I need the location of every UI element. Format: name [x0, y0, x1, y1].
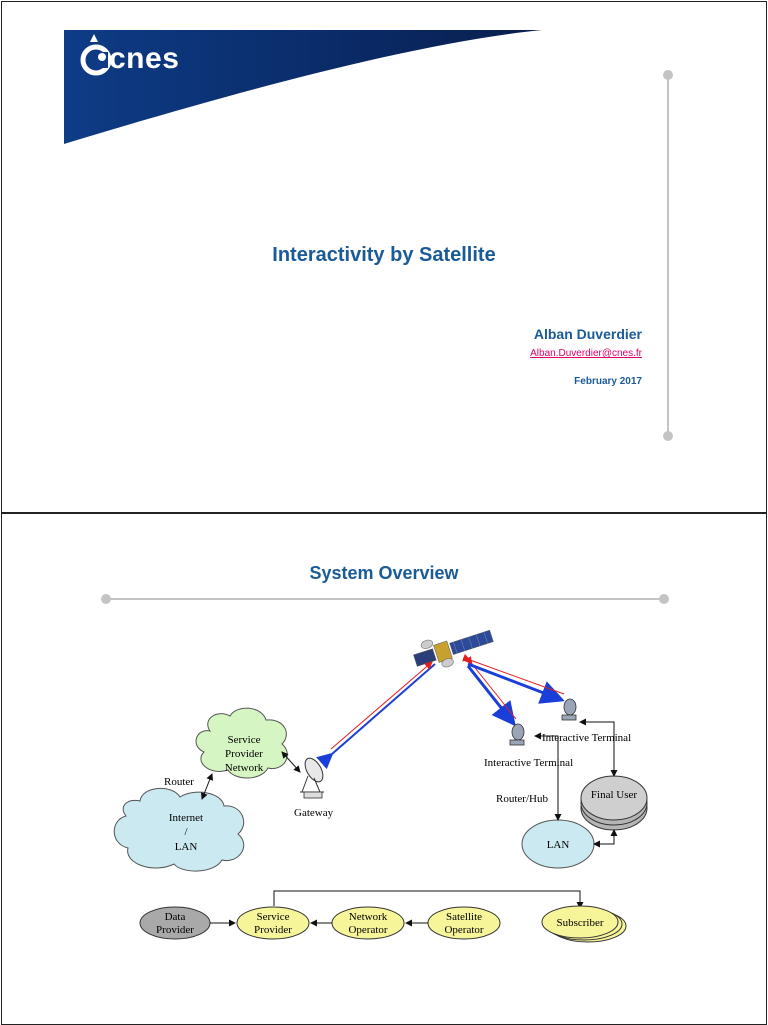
logo-banner — [64, 30, 542, 144]
internet-lan-cloud — [113, 788, 245, 872]
cnes-logo-icon — [80, 34, 112, 76]
service-provider-line2: Provider — [254, 924, 292, 936]
internet-lan-line2: / — [184, 826, 188, 838]
logo-text: cnes — [109, 42, 180, 75]
terminal1-link-blue — [466, 665, 516, 727]
gateway-label: Gateway — [294, 807, 334, 819]
lan-finaluser-link — [593, 829, 618, 848]
data-provider-line2: Provider — [156, 924, 194, 936]
spn-line3: Network — [225, 762, 264, 774]
service-provider-node — [236, 906, 310, 940]
lan-label: LAN — [547, 839, 570, 851]
terminal1-lan-link — [534, 732, 562, 821]
slide1-graphics — [64, 30, 673, 441]
network-operator-line2: Operator — [348, 924, 387, 936]
sp-subscriber-link — [273, 890, 584, 909]
spn-gateway-link — [281, 751, 301, 773]
final-user-node — [580, 775, 648, 831]
slide-title: System Overview — [309, 563, 459, 583]
router-label: Router — [164, 776, 194, 788]
service-provider-line1: Service — [257, 911, 290, 923]
rule-dot-right — [659, 594, 669, 604]
terminal1-link-red — [464, 656, 517, 720]
router-link — [200, 773, 214, 800]
system-overview-slide: System Overview — [1, 513, 767, 1025]
interactive-terminal-label-2: Interactive Terminal — [542, 732, 631, 744]
spn-line2: Provider — [225, 748, 263, 760]
presentation-date: February 2017 — [574, 376, 642, 387]
final-user-label: Final User — [591, 789, 637, 801]
gateway-link-red — [330, 661, 433, 750]
router-hub-label: Router/Hub — [496, 793, 548, 805]
subscriber-node — [541, 905, 627, 943]
terminal2-link-blue — [467, 662, 565, 704]
rule-dot-left — [101, 594, 111, 604]
gateway-uplink-blue — [316, 663, 436, 770]
terminal2-link-red — [462, 653, 565, 695]
terminal2-dish-icon — [561, 698, 577, 721]
rule-dot-top — [663, 70, 673, 80]
network-operator-line1: Network — [349, 911, 388, 923]
title-slide: cnes Interactivity by Satellite Alban Du… — [1, 1, 767, 513]
system-diagram: Service Provider Network Internet / LAN … — [101, 594, 669, 943]
terminal1-dish-icon — [509, 723, 525, 746]
terminal2-finaluser-link — [579, 718, 618, 777]
rule-dot-bottom — [663, 431, 673, 441]
spn-line1: Service — [228, 734, 261, 746]
satellite-operator-line1: Satellite — [446, 911, 482, 923]
gateway-dish-icon — [300, 757, 324, 799]
author-email-link[interactable]: Alban.Duverdier@cnes.fr — [530, 348, 642, 359]
author-name: Alban Duverdier — [533, 326, 642, 342]
subscriber-label: Subscriber — [556, 917, 603, 929]
internet-lan-line3: LAN — [175, 841, 198, 853]
internet-lan-line1: Internet — [169, 812, 203, 824]
satellite-operator-line2: Operator — [444, 924, 483, 936]
presentation-title: Interactivity by Satellite — [272, 244, 496, 266]
data-provider-line1: Data — [165, 911, 186, 923]
interactive-terminal-label-1: Interactive Terminal — [484, 757, 573, 769]
satellite-icon — [413, 629, 494, 668]
